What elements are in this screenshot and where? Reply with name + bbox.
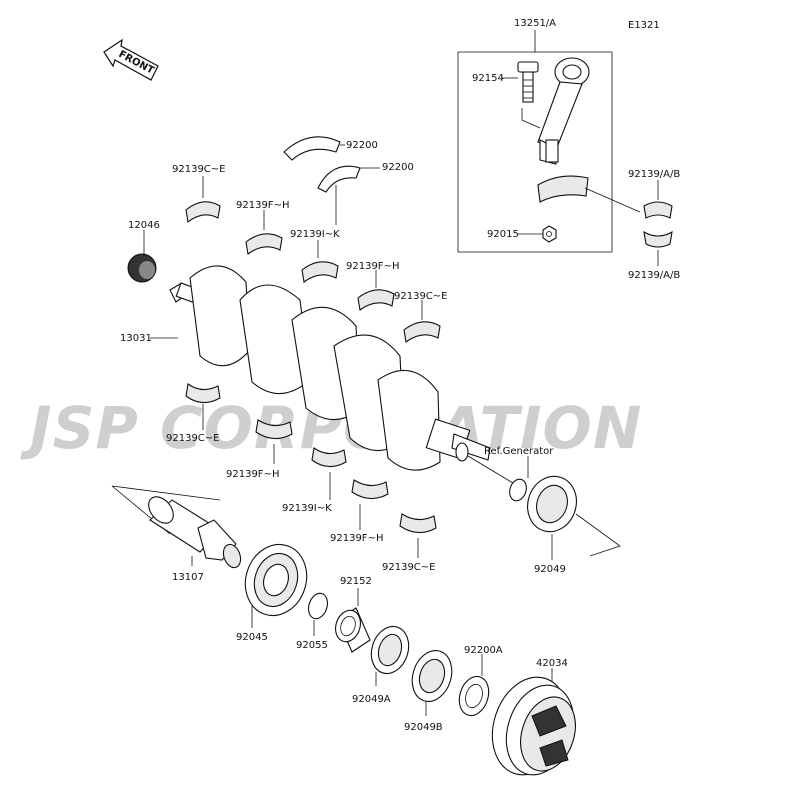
label-92200a: 92200A	[464, 645, 503, 656]
main-bearing-bottom-fh-1-icon	[255, 419, 293, 440]
label-92139fh-top-2: 92139F~H	[346, 261, 399, 272]
main-bearing-bottom-ce-right-icon	[399, 513, 437, 534]
main-bearing-bottom-fh-2-icon	[351, 479, 389, 500]
washer-icon	[458, 675, 490, 717]
label-92139ab-upper: 92139/A/B	[628, 169, 680, 180]
label-92139fh-top-1: 92139F~H	[236, 200, 289, 211]
label-92045: 92045	[236, 632, 268, 643]
label-92200-lower: 92200	[382, 162, 414, 173]
oil-seal-generator-icon	[527, 475, 577, 533]
label-92139ce-bottom-right: 92139C~E	[382, 562, 436, 573]
oil-seal-a-icon	[370, 625, 410, 675]
label-92139ab-lower: 92139/A/B	[628, 270, 680, 281]
label-92139ik-top: 92139I~K	[290, 229, 340, 240]
diagram-code: E1321	[628, 20, 660, 31]
thrust-washer-lower-icon	[317, 165, 361, 193]
main-bearing-top-ce-left-icon	[185, 201, 221, 224]
conrod-bearing-upper-icon	[643, 201, 673, 219]
conrod-bolt-icon	[517, 61, 539, 103]
label-92049: 92049	[534, 564, 566, 575]
oring-icon	[307, 592, 329, 620]
label-12046: 12046	[128, 220, 160, 231]
label-92152: 92152	[340, 576, 372, 587]
label-92200-upper: 92200	[346, 140, 378, 151]
conrod-bearing-lower-icon	[643, 230, 673, 248]
conrod-nut-icon	[542, 225, 557, 243]
main-bearing-bottom-ce-left-icon	[185, 383, 221, 404]
label-13031: 13031	[120, 333, 152, 344]
main-bearing-top-fh-2-icon	[357, 289, 395, 311]
ball-bearing-icon	[244, 543, 308, 617]
crankshaft-icon	[169, 265, 491, 471]
thrust-washer-upper-icon	[283, 136, 341, 161]
label-13251a: 13251/A	[514, 18, 556, 29]
connecting-rod-icon	[537, 57, 590, 203]
label-92139ik-bottom: 92139I~K	[282, 503, 332, 514]
main-bearing-bottom-ik-icon	[311, 447, 347, 468]
crank-gear-icon	[127, 253, 157, 283]
conrod-assembly-box	[457, 30, 613, 253]
label-92154: 92154	[472, 73, 504, 84]
label-92049b: 92049B	[404, 722, 443, 733]
pulley-icon	[491, 676, 576, 776]
oil-seal-b-icon	[411, 650, 453, 702]
shaft-icon	[148, 496, 242, 569]
collar-icon	[335, 607, 371, 653]
label-92139ce-top-left: 92139C~E	[172, 164, 226, 175]
label-42034: 42034	[536, 658, 568, 669]
label-92055: 92055	[296, 640, 328, 651]
label-92139fh-bottom-1: 92139F~H	[226, 469, 279, 480]
label-92139ce-bottom-left: 92139C~E	[166, 433, 220, 444]
label-92015: 92015	[487, 229, 519, 240]
oring-gen-icon	[509, 478, 527, 502]
label-92139fh-bottom-2: 92139F~H	[330, 533, 383, 544]
main-bearing-top-ce-right-icon	[403, 321, 441, 343]
main-bearing-top-fh-1-icon	[245, 233, 283, 255]
label-13107: 13107	[172, 572, 204, 583]
label-92139ce-top-right: 92139C~E	[394, 291, 448, 302]
main-bearing-top-ik-icon	[301, 261, 339, 283]
ref-generator-label: Ref.Generator	[484, 446, 554, 457]
label-92049a: 92049A	[352, 694, 391, 705]
front-arrow-icon: FRONT	[103, 38, 159, 81]
